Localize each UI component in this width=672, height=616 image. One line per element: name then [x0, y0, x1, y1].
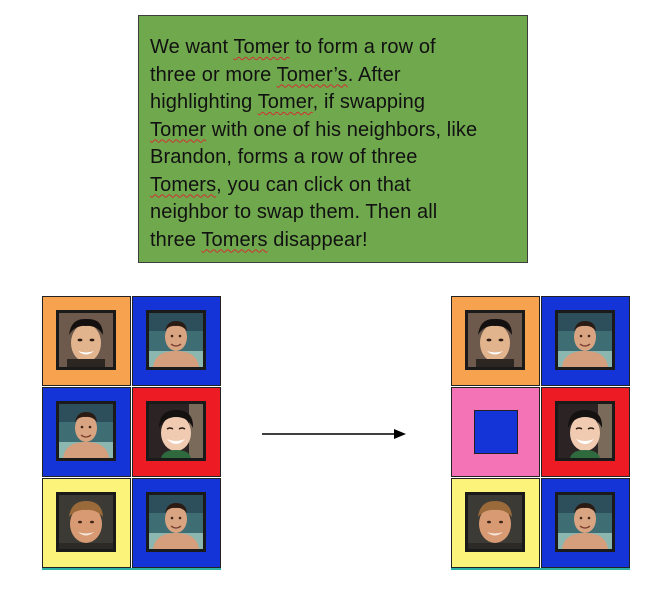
misspelled-word: Tomer [257, 91, 313, 113]
shirtless-man-face-image [56, 401, 116, 461]
game-board-after [451, 296, 632, 570]
instruction-box: We want Tomer to form a row of three or … [138, 15, 528, 263]
text-run: , if swapping [312, 91, 426, 113]
misspelled-word: Tomer [150, 118, 207, 141]
board-tile-shirtless-man[interactable] [132, 296, 221, 386]
board-tile-shirtless-man[interactable] [541, 296, 630, 386]
misspelled-word: Tomers [150, 173, 217, 196]
text-run: disappear! [267, 228, 368, 251]
misspelled-word: Tomer’s [276, 63, 348, 86]
board-tile-empty[interactable] [451, 387, 540, 477]
blond-man-face-image [465, 492, 525, 552]
board-bottom-edge [451, 568, 630, 570]
board-tile-asian-man[interactable] [42, 296, 131, 386]
text-run: to form a row of [289, 36, 436, 58]
instruction-text: We want Tomer to form a row of three or … [150, 34, 517, 254]
text-run: We want [150, 36, 234, 58]
text-run: . After [347, 63, 401, 86]
board-tile-shirtless-man[interactable] [42, 387, 131, 477]
board-tile-shirtless-man[interactable] [132, 478, 221, 568]
board-tile-blond-man[interactable] [42, 478, 131, 568]
text-run: with one of his neighbors, like [206, 118, 478, 141]
misspelled-word: Tomer [233, 36, 290, 58]
asian-man-face-image [465, 310, 525, 370]
board-tile-asian-man[interactable] [451, 296, 540, 386]
shirtless-man-face-image [146, 310, 206, 370]
board-tile-smiling-man[interactable] [132, 387, 221, 477]
blond-man-face-image [56, 492, 116, 552]
misspelled-word: Tomers [201, 228, 268, 251]
board-tile-smiling-man[interactable] [541, 387, 630, 477]
text-run: Brandon, forms a row of three [150, 146, 418, 168]
text-run: highlighting [150, 91, 258, 113]
shirtless-man-face-image [555, 310, 615, 370]
right-arrow-icon [262, 429, 406, 439]
text-run: three or more [150, 63, 277, 86]
board-tile-shirtless-man[interactable] [541, 478, 630, 568]
board-bottom-edge [42, 568, 221, 570]
smiling-man-face-image [146, 401, 206, 461]
empty-tile-marker [474, 410, 518, 454]
smiling-man-face-image [555, 401, 615, 461]
text-run: neighbor to swap them. Then all [150, 201, 438, 223]
game-board-before [42, 296, 223, 570]
board-tile-blond-man[interactable] [451, 478, 540, 568]
asian-man-face-image [56, 310, 116, 370]
shirtless-man-face-image [146, 492, 206, 552]
text-run: three [150, 228, 202, 251]
text-run: , you can click on that [216, 173, 411, 196]
shirtless-man-face-image [555, 492, 615, 552]
